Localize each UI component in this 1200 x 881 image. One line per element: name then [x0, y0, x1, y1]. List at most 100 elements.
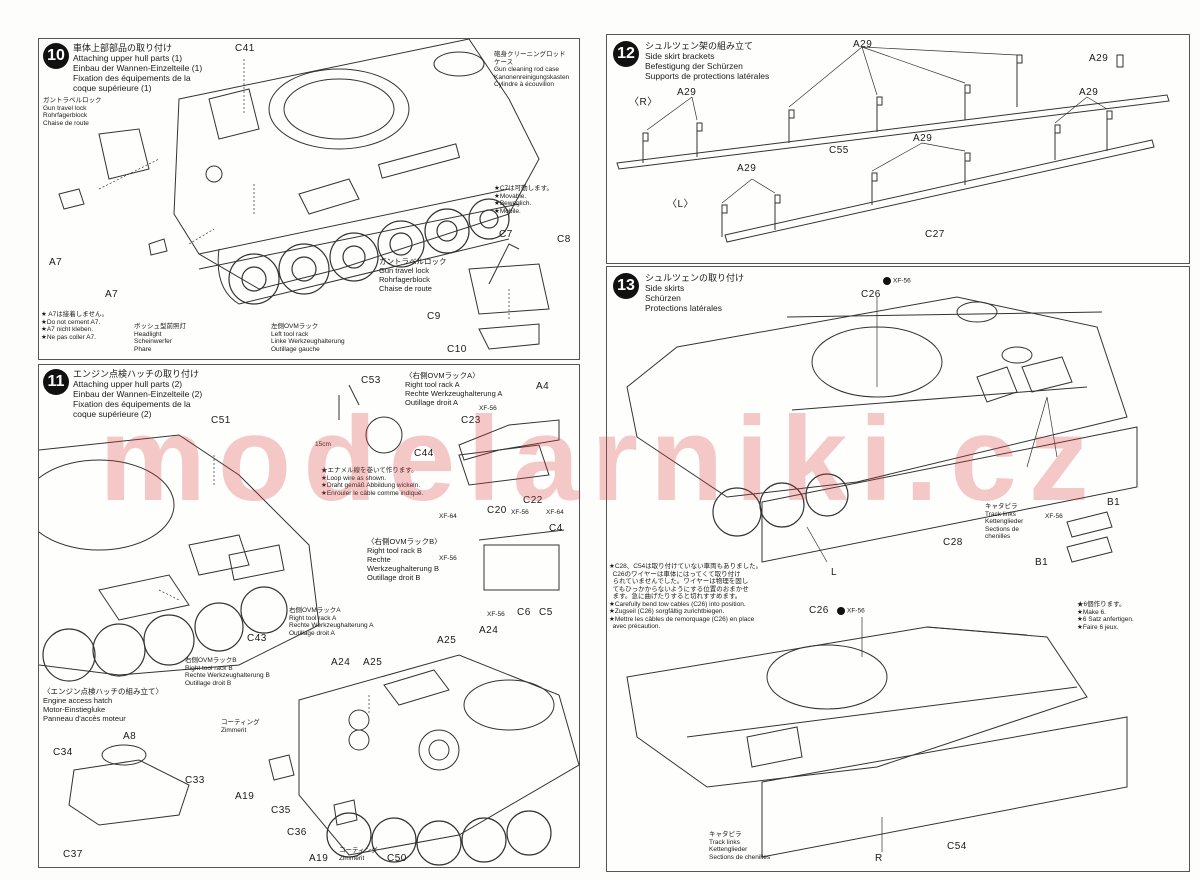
part-label: C55: [829, 145, 849, 156]
part-label: C7: [499, 229, 513, 240]
part-label: C5: [539, 607, 553, 618]
paint-code: XF-64: [439, 513, 457, 520]
callout-cable-note: ★C28、C54は取り付けていない車両もありました。 C26のワイヤーは車体には…: [609, 563, 763, 630]
heading-en: Side skirt brackets: [645, 51, 715, 61]
step-12-panel: 12 シュルツェン架の組み立て Side skirt brackets Befe…: [606, 34, 1190, 264]
callout-headlight: ボッシュ型前照灯 Headlight Scheinwerfer Phare: [134, 323, 186, 353]
part-label: C23: [461, 415, 481, 426]
heading-fr-2: coque supérieure (1): [73, 83, 152, 93]
step-12-illustration: [616, 46, 1170, 243]
paint-xf56: XF-56: [883, 277, 911, 285]
paint-xf56: XF-56: [439, 555, 457, 563]
step-number: 13: [613, 273, 639, 299]
part-label: C43: [247, 633, 267, 644]
callout-no-cement: ★ A7は接着しません。 ★Do not cement A7. ★A7 nich…: [41, 311, 109, 341]
part-label: A29: [1079, 87, 1099, 98]
part-label: A8: [123, 731, 137, 742]
part-label: A24: [331, 657, 351, 668]
step-11-panel: 11 エンジン点検ハッチの取り付け Attaching upper hull p…: [38, 364, 580, 868]
part-label: C37: [63, 849, 83, 860]
heading-en: Side skirts: [645, 283, 685, 293]
part-label: C41: [235, 43, 255, 54]
paint-code: XF-56: [847, 607, 865, 615]
heading-jp: 車体上部部品の取り付け: [73, 43, 173, 53]
callout-zimmerit: コーティング Zimmerit: [221, 719, 260, 734]
heading-fr-1: Fixation des équipements de la: [73, 399, 191, 409]
step-10-panel: 10 車体上部部品の取り付け Attaching upper hull part…: [38, 38, 580, 360]
step-heading: シュルツェン架の組み立て Side skirt brackets Befesti…: [645, 41, 769, 81]
part-label: A7: [105, 289, 119, 300]
paint-code: XF-56: [893, 277, 911, 285]
heading-jp: シュルツェン架の組み立て: [645, 41, 754, 51]
callout-rack-b: 〈右側OVMラックB〉 Right tool rack B Rechte Wer…: [367, 537, 442, 582]
paint-xf64: XF-64: [546, 509, 564, 517]
callout-gun-lock-small: ガントラベルロック Gun travel lock Rohrfagerblock…: [43, 97, 102, 127]
step-13-panel: 13 シュルツェンの取り付け Side skirts Schürzen Prot…: [606, 266, 1190, 872]
heading-de: Schürzen: [645, 293, 681, 303]
callout-wire-note: ★エナメル線を巻いて作ります。 ★Loop wire as shown. ★Dr…: [321, 467, 424, 497]
callout-zimmerit: コーティング Zimmerit: [339, 847, 378, 862]
callout-track-links: キャタピラ Track links Kettenglieder Sections…: [709, 831, 771, 861]
paint-code: XF-64: [546, 509, 564, 516]
part-label: C6: [517, 607, 531, 618]
step-heading: 車体上部部品の取り付け Attaching upper hull parts (…: [73, 43, 202, 93]
part-label: C34: [53, 747, 73, 758]
part-label: B1: [1035, 557, 1049, 568]
step-heading: エンジン点検ハッチの取り付け Attaching upper hull part…: [73, 369, 202, 419]
part-label: A4: [536, 381, 550, 392]
paint-xf56: XF-56: [511, 509, 529, 517]
part-label: A29: [913, 133, 933, 144]
part-label: A29: [1089, 53, 1109, 64]
step-number: 12: [613, 41, 639, 67]
paint-xf56: XF-56: [479, 405, 497, 413]
paint-dot: [837, 607, 845, 615]
paint-code: XF-56: [511, 509, 529, 516]
callout-travel-lock: ガントラベルロック Gun travel lock Rohrfagerblock…: [379, 257, 447, 293]
callout-wire-length: 15cm: [315, 441, 331, 448]
part-label: C9: [427, 311, 441, 322]
part-label: C4: [549, 523, 563, 534]
part-label: A24: [479, 625, 499, 636]
side-label-l: 〈L〉: [667, 199, 695, 210]
paint-code: XF-56: [487, 611, 505, 618]
callout-rack-a: 〈右側OVMラックA〉 Right tool rack A Rechte Wer…: [405, 371, 503, 407]
callout-rack-a-small: 右側OVMラックA Right tool rack A Rechte Werkz…: [289, 607, 374, 637]
callout-clean-rod: 砲身クリーニングロッド ケース Gun cleaning rod case Ka…: [494, 51, 570, 88]
heading-jp: シュルツェンの取り付け: [645, 273, 745, 283]
part-label: C33: [185, 775, 205, 786]
callout-left-rack: 左側OVMラック Left tool rack Linke Werkzeugha…: [271, 323, 345, 353]
part-label: C22: [523, 495, 543, 506]
part-label: C26: [861, 289, 881, 300]
part-label: C44: [414, 448, 434, 459]
step-heading: シュルツェンの取り付け Side skirts Schürzen Protect…: [645, 273, 744, 313]
heading-en: Attaching upper hull parts (2): [73, 379, 183, 389]
side-label-r: 〈R〉: [629, 97, 658, 108]
part-label: C36: [287, 827, 307, 838]
callout-rack-b-small: 右側OVMラックB Right tool rack B Rechte Werkz…: [185, 657, 270, 687]
part-label: C26: [809, 605, 829, 616]
part-label: C8: [557, 234, 571, 245]
paint-xf56: XF-56: [837, 607, 865, 615]
callout-make-6: ★6個作ります。 ★Make 6. ★6 Satz anfertigen. ★F…: [1077, 601, 1134, 631]
heading-en: Attaching upper hull parts (1): [73, 53, 183, 63]
step-number: 10: [43, 43, 69, 69]
paint-code: XF-56: [439, 555, 457, 562]
side-label-r: R: [875, 853, 883, 864]
paint-dot: [883, 277, 891, 285]
heading-fr-1: Fixation des équipements de la: [73, 73, 191, 83]
part-label: A7: [49, 257, 63, 268]
part-label: C50: [387, 853, 407, 864]
paint-xf56: XF-56: [1045, 513, 1063, 521]
part-label: C27: [925, 229, 945, 240]
callout-movable: ★C7は可動します。 ★Movable. ★Beweglich. ★Mobile…: [494, 185, 553, 215]
part-label: A29: [737, 163, 757, 174]
part-label: A29: [677, 87, 697, 98]
paint-code: XF-56: [479, 405, 497, 412]
callout-hatch-title: 〈エンジン点検ハッチの組み立て〉 Engine access hatch Mot…: [43, 687, 163, 723]
step-13-illustration: [626, 296, 1138, 858]
part-label: C53: [361, 375, 381, 386]
step-10-illustration: [58, 39, 550, 350]
part-label: C20: [487, 505, 507, 516]
paint-xf56: XF-56: [487, 611, 505, 619]
part-label: A19: [235, 791, 255, 802]
